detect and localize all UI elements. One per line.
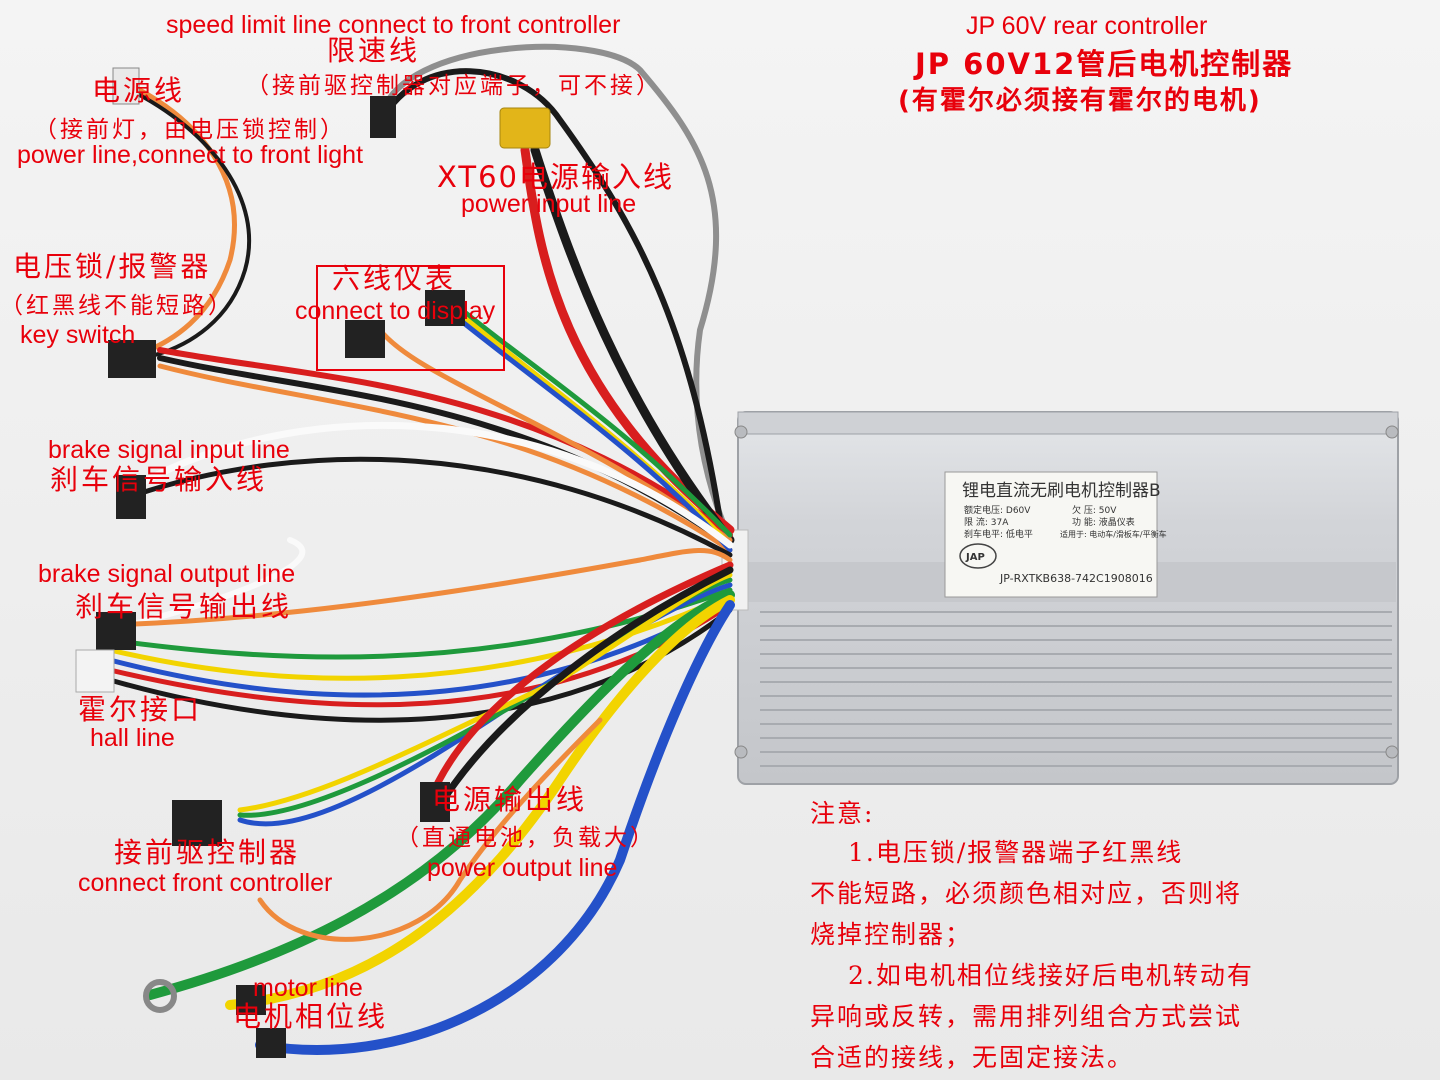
key-switch-cn: 电压锁/报警器 xyxy=(13,250,212,283)
plate-undervoltage: 欠 压: 50V xyxy=(1072,504,1117,516)
display-highlight-box xyxy=(316,265,505,371)
power-line-en: power line,connect to front light xyxy=(17,141,364,169)
motor-line-en: motor line xyxy=(253,974,363,1002)
key-switch-en: key switch xyxy=(20,321,136,349)
plate-brake-level: 刹车电平: 低电平 xyxy=(964,528,1033,540)
power-line-note: （接前灯，由电压锁控制） xyxy=(34,117,346,143)
brake-input-cn: 刹车信号输入线 xyxy=(50,463,268,496)
display-en: connect to display xyxy=(295,297,496,325)
display-cn: 六线仪表 xyxy=(332,262,457,295)
plate-function: 功 能: 液晶仪表 xyxy=(1072,516,1135,528)
notes-heading: 注意: xyxy=(810,799,875,828)
hall-cn: 霍尔接口 xyxy=(78,693,203,726)
hall-en: hall line xyxy=(90,724,175,752)
power-output-note: （直通电池，负载大） xyxy=(396,825,656,851)
key-switch-note: （红黑线不能短路） xyxy=(0,293,234,319)
notes-line-3: 烧掉控制器； xyxy=(810,920,973,949)
plate-logo: JAP xyxy=(965,552,985,563)
power-output-en: power output line xyxy=(427,854,618,882)
speed-limit-note: （接前驱控制器对应端子，可不接） xyxy=(246,73,662,99)
motor-line-cn: 电机相位线 xyxy=(233,1000,389,1033)
power-input-en: power input line xyxy=(461,190,637,218)
plate-serial: JP-RXTKB638-742C1908016 xyxy=(999,572,1153,585)
wire-bundle xyxy=(107,43,735,1055)
brake-input-en: brake signal input line xyxy=(48,436,290,464)
notes-line-4: 2.如电机相位线接好后电机转动有 xyxy=(848,961,1254,990)
speed-limit-en: speed limit line connect to front contro… xyxy=(166,11,621,39)
plate-current: 限 流: 37A xyxy=(964,516,1009,528)
notes-line-6: 合适的接线，无固定接法。 xyxy=(810,1043,1135,1072)
controller-housing xyxy=(721,411,1399,785)
plate-voltage: 额定电压: D60V xyxy=(964,504,1031,516)
power-line-cn: 电源线 xyxy=(92,74,186,107)
speed-limit-cn: 限速线 xyxy=(327,34,421,67)
notes-line-1: 1.电压锁/报警器端子红黑线 xyxy=(848,838,1184,867)
notes-line-2: 不能短路，必须颜色相对应，否则将 xyxy=(810,879,1243,908)
plate-usage: 适用于: 电动车/滑板车/平衡车 xyxy=(1060,529,1167,539)
front-controller-cn: 接前驱控制器 xyxy=(114,836,301,869)
power-output-cn: 电源输出线 xyxy=(432,783,588,816)
plate-title: 锂电直流无刷电机控制器B xyxy=(962,481,1161,501)
subtitle-cn: (有霍尔必须接有霍尔的电机) xyxy=(898,86,1262,116)
notes-line-5: 异响或反转，需用排列组合方式尝试 xyxy=(810,1002,1243,1031)
brake-output-cn: 刹车信号输出线 xyxy=(75,590,293,623)
brake-output-en: brake signal output line xyxy=(38,560,296,588)
plate-text: 锂电直流无刷电机控制器B 额定电压: D60V 欠 压: 50V 限 流: 37… xyxy=(959,481,1167,585)
title-cn: JP 60V12管后电机控制器 xyxy=(915,47,1294,81)
xt60-cn: XT60电源输入线 xyxy=(437,160,674,194)
controller-label-plate xyxy=(944,471,1158,598)
connectors xyxy=(75,67,551,1058)
title-en: JP 60V rear controller xyxy=(966,12,1208,40)
front-controller-en: connect front controller xyxy=(78,869,333,897)
